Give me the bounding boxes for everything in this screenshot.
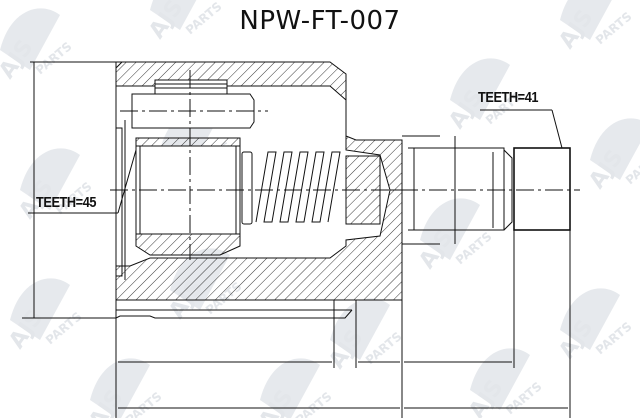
teeth-count-left-label: TEETH=45	[36, 194, 97, 211]
part-number-title: NPW-FT-007	[239, 6, 401, 36]
teeth-count-right-label: TEETH=41	[478, 89, 539, 106]
